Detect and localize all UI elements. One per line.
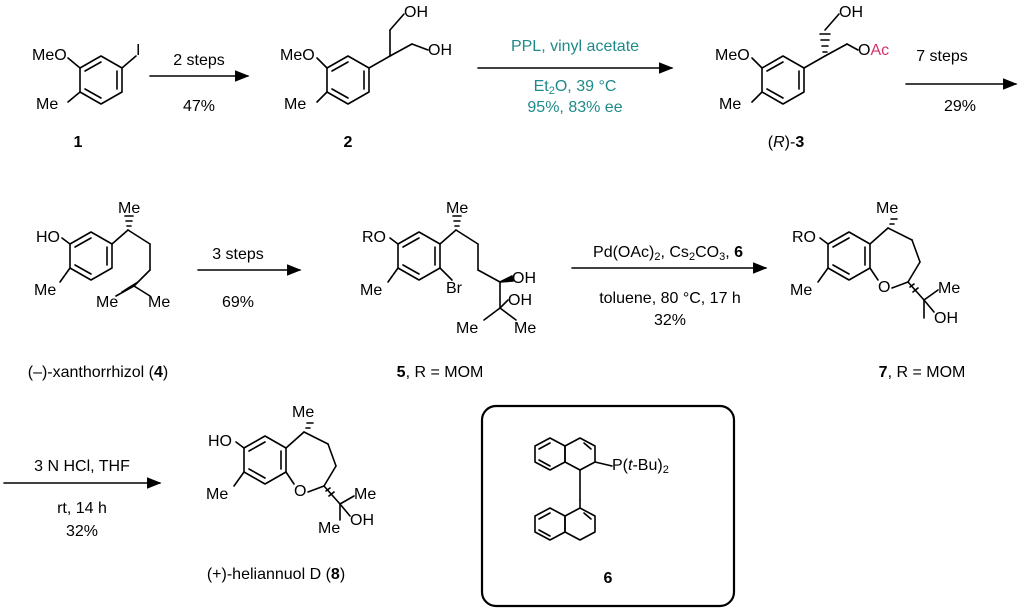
c4-ho-label: HO [36, 229, 60, 246]
compound-1-label: 1 [73, 134, 83, 151]
arrow-4-reagent: 3 steps [212, 246, 264, 263]
c4-me-ring-label: Me [34, 282, 57, 299]
arrow-2-yield: 95%, 83% ee [527, 99, 623, 116]
arrow-5-reagent: Pd(OAc)2, Cs2CO3, 6 [593, 244, 743, 263]
c3-meo-label: MeO [715, 47, 750, 64]
c5-me-ring-label: Me [360, 282, 383, 299]
c2-oh-top-label: OH [404, 4, 428, 21]
c4-me-top-label: Me [118, 200, 141, 217]
c4-me-a-label: Me [96, 294, 119, 311]
c3-oh-label: OH [839, 4, 863, 21]
compound-4-structure [59, 215, 151, 297]
c5-me-b-label: Me [514, 320, 537, 337]
c2-meo-label: MeO [280, 47, 315, 64]
c5-oh1-label: OH [512, 270, 536, 287]
c8-me-side1-label: Me [354, 486, 377, 503]
c5-me-a-label: Me [456, 320, 479, 337]
c5-oh2-label: OH [508, 292, 532, 309]
compound-4-label: (–)-xanthorrhizol (4) [27, 364, 169, 381]
compound-8-label: (+)-heliannuol D (8) [206, 566, 346, 583]
c7-oh-label: OH [934, 310, 958, 327]
c2-oh-side-label: OH [428, 42, 452, 59]
compound-2-label: 2 [343, 134, 353, 151]
arrow-6-reagent: 3 N HCl, THF [34, 458, 130, 475]
arrow-4-yield: 69% [221, 294, 255, 311]
compound-1-structure [67, 55, 137, 105]
c8-me-top-label: Me [292, 404, 315, 421]
c7-oxygen-label: O [878, 279, 891, 296]
arrow-3-reagent: 7 steps [916, 48, 968, 65]
c3-oac-label: OAc [858, 42, 890, 59]
arrow-1-yield: 47% [182, 98, 216, 115]
c7-me-top-label: Me [876, 200, 899, 217]
arrow-6-conditions: rt, 14 h [57, 500, 107, 517]
arrow-2-conditions: Et2O, 39 °C [533, 78, 617, 97]
arrow-3-yield: 29% [943, 98, 977, 115]
arrow-1-reagent: 2 steps [173, 52, 225, 69]
compound-6-label: 6 [603, 570, 613, 587]
compound-3-structure [751, 13, 859, 105]
ligand-6-box [480, 404, 736, 608]
c7-me-side-label: Me [938, 280, 961, 297]
c8-me-ring-label: Me [206, 486, 229, 503]
arrow-6-yield: 32% [65, 523, 99, 540]
compound-5-label: 5, R = MOM [396, 364, 484, 381]
c7-ro-label: RO [792, 229, 816, 246]
arrow-2-reagent: PPL, vinyl acetate [510, 38, 640, 55]
compound-7-label: 7, R = MOM [878, 364, 966, 381]
c1-me-label: Me [36, 96, 59, 113]
c5-ro-label: RO [362, 229, 386, 246]
c8-ho-label: HO [208, 433, 232, 450]
compound-2-structure [316, 13, 429, 105]
compound-5-structure [387, 215, 517, 321]
compound-7-structure [817, 218, 939, 319]
c1-iodo-label: I [136, 42, 141, 59]
c5-br-label: Br [446, 280, 462, 297]
c4-me-b-label: Me [148, 294, 171, 311]
c3-me-label: Me [719, 96, 742, 113]
c5-me-top-label: Me [446, 200, 469, 217]
c8-oh-label: OH [350, 512, 374, 529]
compound-6-structure [534, 437, 613, 541]
c6-phosphine-label: P(t-Bu)2 [612, 457, 669, 476]
c2-me-label: Me [284, 96, 307, 113]
compound-3-label: (R)-3 [767, 134, 805, 151]
arrow-5-yield: 32% [653, 312, 687, 329]
compound-8-structure [233, 422, 355, 521]
c8-me-side2-label: Me [318, 520, 341, 537]
arrow-5-conditions: toluene, 80 °C, 17 h [599, 290, 741, 307]
c7-me-ring-label: Me [790, 282, 813, 299]
c8-oxygen-label: O [294, 483, 307, 500]
c1-meo-label: MeO [32, 47, 67, 64]
